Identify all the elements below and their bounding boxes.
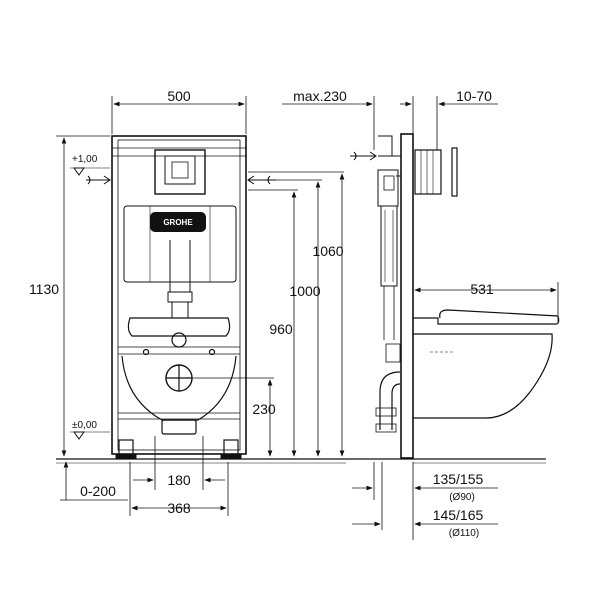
bolt-spacing-label: 180: [167, 472, 191, 488]
dim-frame-width: [111, 96, 247, 134]
toilet-bowl-side: [413, 309, 560, 419]
height-1000-label: 1000: [289, 283, 320, 299]
dim-panel-gap: [400, 96, 498, 150]
cistern: [123, 149, 237, 292]
dim-max-depth: [282, 96, 375, 150]
front-frame: [111, 135, 247, 460]
frame-height-label: 1130: [29, 281, 59, 297]
dim-drain-2: [352, 462, 498, 530]
actuator-panel: [414, 147, 458, 197]
toilet-bowl-front: [121, 317, 237, 435]
dim-drain-1: [352, 462, 498, 540]
level-marker-top: [70, 167, 110, 176]
frame-width-label: 500: [167, 88, 191, 104]
max-depth-label: max.230: [293, 88, 347, 104]
dim-height-960: [248, 189, 298, 457]
drain-1-label: 135/155: [433, 471, 484, 487]
floor-line: [56, 458, 546, 464]
inlet-arrow-left-icon: [86, 175, 111, 185]
panel-gap-label: 10-70: [456, 88, 492, 104]
inlet-arrow-side-icon: [350, 151, 377, 161]
drain-2-label: 145/165: [433, 507, 484, 523]
dim-height-1000: [270, 179, 322, 457]
drain-1-diameter-label: (Ø90): [449, 492, 475, 503]
drain-pipe: [375, 371, 401, 433]
level-floor-label: ±0,00: [72, 420, 97, 431]
inlet-height-label: 1060: [312, 243, 343, 259]
height-960-label: 960: [269, 321, 293, 337]
dim-bowl-projection: [414, 282, 559, 322]
bowl-projection-label: 531: [470, 281, 494, 297]
floor-adjust-label: 0-200: [80, 483, 116, 499]
grohe-logo-icon: GROHE: [150, 212, 206, 232]
dim-floor-adjust: [60, 461, 128, 501]
dim-outlet-height: [192, 377, 274, 457]
flange-spacing-label: 368: [167, 500, 191, 516]
dim-inlet-height: [248, 171, 345, 457]
outlet-height-label: 230: [252, 401, 276, 417]
level-marker-floor: [70, 431, 110, 440]
logo-text: GROHE: [163, 218, 193, 227]
side-frame: [377, 133, 414, 459]
dim-frame-height: [56, 135, 110, 457]
level-top-label: +1,00: [72, 154, 98, 165]
flush-pipe: [167, 291, 193, 318]
dim-flange-spacing: [129, 462, 229, 516]
drain-2-diameter-label: (Ø110): [449, 528, 479, 539]
dim-bolt-spacing: [133, 436, 225, 490]
